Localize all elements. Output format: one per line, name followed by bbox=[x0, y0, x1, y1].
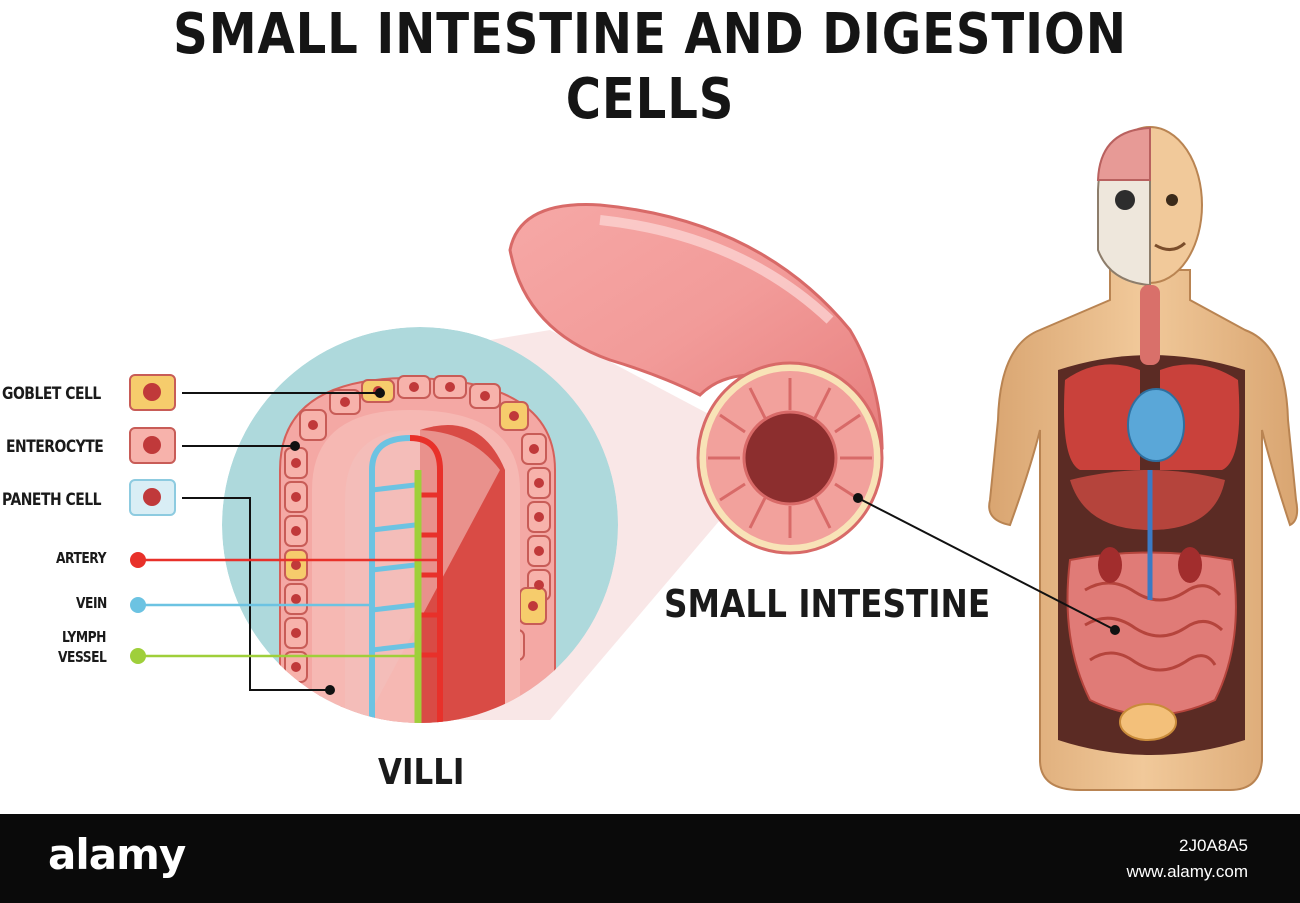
human-body bbox=[988, 126, 1299, 791]
vein-label: VEIN bbox=[76, 594, 107, 612]
diagram-illustration bbox=[129, 126, 1299, 791]
goblet-cell-icon bbox=[129, 374, 176, 411]
paneth-leader bbox=[182, 497, 330, 691]
lymph-label-line1: LYMPH bbox=[62, 628, 106, 646]
footer-logo: alamy bbox=[48, 830, 186, 879]
footer-url: www.alamy.com bbox=[1126, 862, 1248, 881]
cell-nuclei bbox=[291, 382, 544, 698]
lymph-label-line2: VESSEL bbox=[58, 648, 107, 666]
paneth-cell-label: PANETH CELL bbox=[2, 490, 102, 510]
artery-label: ARTERY bbox=[56, 549, 106, 567]
small-intestine-tube bbox=[508, 203, 884, 555]
footer-bar bbox=[0, 814, 1300, 903]
enterocyte-label: ENTEROCYTE bbox=[6, 437, 104, 457]
intestine-leader bbox=[857, 497, 1116, 631]
goblet-cell-label: GOBLET CELL bbox=[2, 384, 101, 404]
villus-magnified bbox=[222, 327, 618, 723]
enterocyte-icon bbox=[129, 427, 176, 464]
leader-lines bbox=[130, 388, 1120, 695]
paneth-cell-icon bbox=[129, 479, 176, 516]
diagram-title: SMALL INTESTINE AND DIGESTION CELLS bbox=[173, 2, 1127, 132]
footer-image-id: 2J0A8A5 bbox=[1179, 836, 1248, 855]
small-intestine-label: SMALL INTESTINE bbox=[664, 582, 991, 626]
villi-label: VILLI bbox=[378, 752, 465, 793]
